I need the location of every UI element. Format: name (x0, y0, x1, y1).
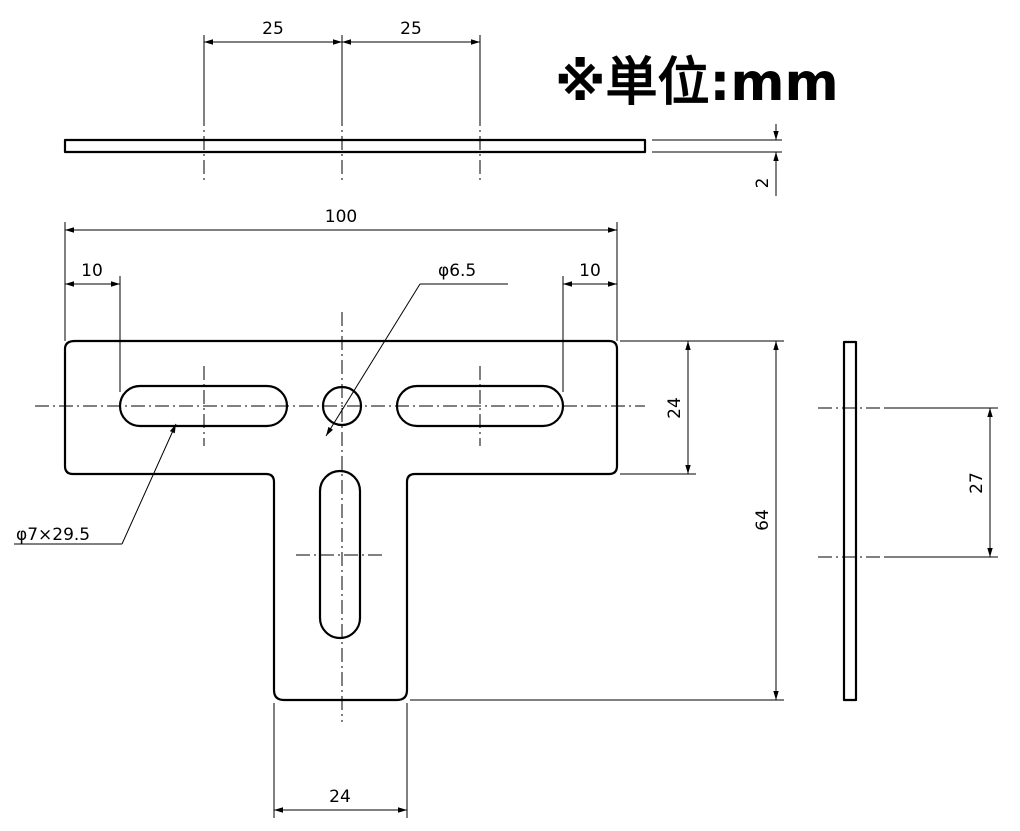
dim-text-top-spacing-left: 25 (262, 19, 284, 39)
dim-text-left-margin: 10 (81, 261, 103, 281)
side-view-plate-edge (842, 340, 858, 702)
side-view: 27 (818, 340, 998, 702)
top-view-plate-edge (63, 138, 647, 154)
dim-text-side-hole-spacing: 27 (967, 472, 987, 494)
dim-text-arm-height: 24 (665, 397, 685, 419)
dim-text-right-margin: 10 (579, 261, 601, 281)
dim-text-overall-width: 100 (325, 207, 357, 227)
dim-text-slot-size: φ7×29.5 (16, 525, 90, 545)
dim-text-hole-diameter: φ6.5 (438, 261, 476, 281)
dim-text-top-spacing-right: 25 (400, 19, 422, 39)
t-plate-outline (63, 339, 619, 702)
unit-label: ※単位:mm (555, 53, 839, 113)
top-view: 25 25 2 (63, 19, 782, 196)
dim-text-stem-width: 24 (329, 787, 351, 807)
dim-text-overall-height: 64 (753, 509, 773, 531)
dim-text-thickness: 2 (753, 178, 773, 189)
front-view: 100 10 10 φ6.5 φ7×29.5 24 64 24 (14, 207, 784, 818)
